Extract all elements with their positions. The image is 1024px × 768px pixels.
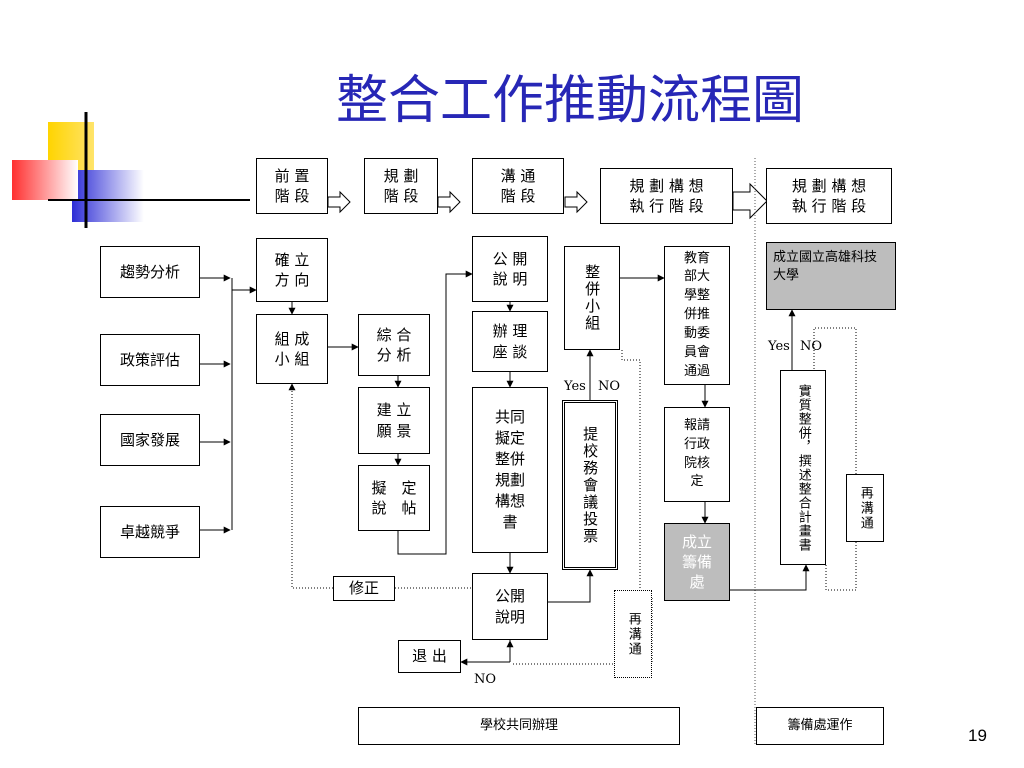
stage-arrows [327, 182, 768, 220]
stage-communication: 溝 通 階 段 [472, 158, 564, 214]
stage-execution-2: 規 劃 構 想 執 行 階 段 [766, 168, 892, 224]
node-withdraw: 退 出 [398, 640, 461, 673]
node-council-vote: 提校務會議投票 [562, 400, 618, 570]
label-yes-council: Yes [564, 379, 586, 394]
label-yes-integration: Yes [768, 339, 790, 354]
label-no-council: NO [598, 379, 621, 394]
node-public-briefing: 公 開 說 明 [472, 236, 548, 302]
node-set-direction: 確 立 方 向 [256, 238, 328, 302]
label-no-withdraw: NO [474, 672, 497, 687]
recommunicate-right-text: 再溝通 [857, 485, 873, 531]
node-moe-committee: 教育 部大 學整 併推 動委 員會 通過 [664, 246, 730, 385]
input-trend-analysis: 趨勢分析 [100, 246, 200, 298]
node-prep-office: 成立 籌備 處 [664, 523, 730, 601]
node-new-university: 成立國立高雄科技大學 [766, 242, 896, 310]
node-form-team: 組 成 小 組 [256, 314, 328, 384]
node-analysis: 綜 合 分 析 [358, 314, 430, 376]
label-no-integration: NO [800, 339, 823, 354]
connectors [200, 270, 810, 666]
node-executive-yuan: 報請 行政 院核 定 [664, 407, 730, 502]
node-integration-plan: 實質整併，撰述整合計畫書 [780, 370, 826, 565]
node-draft-brief: 擬 定 說 帖 [358, 465, 430, 531]
input-excellence-competition: 卓越競爭 [100, 506, 200, 558]
stage-execution: 規 劃 構 想 執 行 階 段 [600, 168, 733, 224]
council-vote-text: 提校務會議投票 [581, 425, 600, 545]
node-public-briefing-2: 公開 說明 [472, 573, 548, 640]
integration-plan-text: 實質整併，撰述整合計畫書 [795, 383, 811, 552]
stage-prelim: 前 置 階 段 [256, 158, 328, 214]
corner-logo [12, 112, 250, 228]
node-recommunicate-left: 再溝通 [614, 590, 652, 678]
node-merge-group: 整併小組 [564, 246, 620, 350]
input-policy-evaluation: 政策評估 [100, 334, 200, 386]
node-vision: 建 立 願 景 [358, 387, 430, 454]
footer-school-joint: 學校共同辦理 [358, 707, 680, 745]
dotted-loops [288, 327, 857, 665]
page-title: 整合工作推動流程圖 [335, 71, 804, 131]
node-revise: 修正 [333, 576, 395, 601]
footer-prep-office: 籌備處運作 [756, 707, 884, 745]
node-joint-plan: 共同 擬定 整併 規劃 構想 書 [472, 387, 548, 553]
stage-planning: 規 劃 階 段 [364, 158, 438, 214]
page-number: 19 [968, 726, 987, 745]
recommunicate-left-text: 再溝通 [625, 611, 641, 657]
input-national-development: 國家發展 [100, 414, 200, 466]
merge-group-text: 整併小組 [583, 264, 602, 332]
node-recommunicate-right: 再溝通 [846, 474, 884, 542]
node-forum: 辦 理 座 談 [472, 311, 548, 372]
